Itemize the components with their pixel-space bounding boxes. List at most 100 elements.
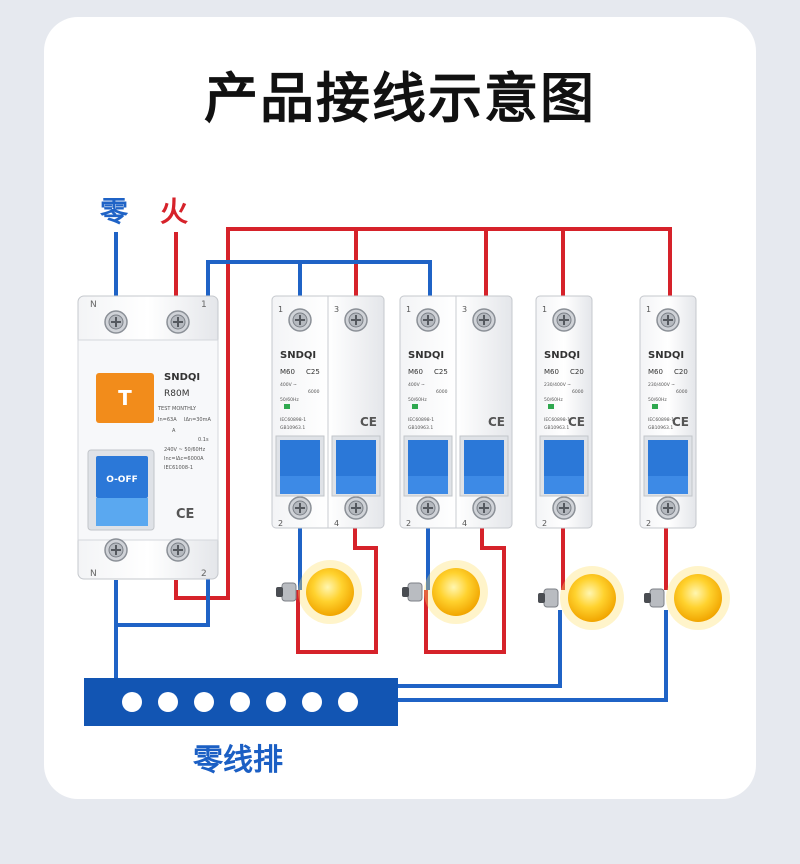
lamp-4 bbox=[644, 566, 730, 630]
breaker-4: 1 2 SNDQI M60 C20 230/400V ~6000 50/60HzIEC608… bbox=[639, 295, 697, 529]
busbar-hole-7 bbox=[338, 692, 358, 712]
rcd-terminal-top-n: N bbox=[90, 300, 97, 310]
breaker-2-ce-mark: CE bbox=[488, 415, 505, 429]
breaker-1-handle-2[interactable] bbox=[336, 440, 376, 476]
breaker-1-brand: SNDQI bbox=[280, 350, 316, 361]
breaker-2-capacity: 6000 bbox=[436, 389, 448, 395]
breaker-3-screw-top-1 bbox=[552, 308, 576, 332]
rcd-handle[interactable] bbox=[96, 456, 148, 498]
breaker-3-std1: IEC60898-1 bbox=[544, 417, 570, 423]
breaker-2-terminal-bottom-1: 2 bbox=[406, 519, 411, 528]
breaker-4-std2: GB10963.1 bbox=[648, 425, 673, 431]
breaker-4-screw-top-1 bbox=[656, 308, 680, 332]
rcd-device: N 1 N 2 T SNDQI R80M TEST MONTHLY In=63A… bbox=[77, 295, 219, 580]
rcd-screw-bottom-n bbox=[104, 538, 128, 562]
breaker-2-screw-bottom-2 bbox=[472, 496, 496, 520]
breaker-1-model: M60 bbox=[280, 368, 295, 376]
rcd-terminal-bottom-n: N bbox=[90, 569, 97, 579]
rcd-spec-inc: Inc=IΔc=6000A bbox=[164, 456, 204, 462]
rcd-screw-bottom-2 bbox=[166, 538, 190, 562]
breaker-1-capacity: 6000 bbox=[308, 389, 320, 395]
breaker-1-screw-bottom-2 bbox=[344, 496, 368, 520]
live-rcd-out-wire bbox=[174, 227, 672, 600]
neutral-label: 零 bbox=[100, 195, 129, 228]
page-title: 产品接线示意图 bbox=[204, 67, 596, 130]
rcd-spec-idn: IΔn=30mA bbox=[184, 417, 211, 423]
rcd-spec-type: A bbox=[172, 428, 176, 434]
lamp-1 bbox=[276, 560, 362, 624]
lamp-1-bulb bbox=[306, 568, 354, 616]
breaker-3-handle-1[interactable] bbox=[544, 440, 584, 476]
breaker-2-handle-2[interactable] bbox=[464, 440, 504, 476]
breaker-1-terminal-bottom-2: 4 bbox=[334, 519, 339, 528]
breaker-3-terminal-bottom-1: 2 bbox=[542, 519, 547, 528]
breaker-1-terminal-top-1: 1 bbox=[278, 305, 283, 314]
breaker-4-voltage: 230/400V ~ bbox=[648, 382, 675, 388]
breaker-2-terminal-top-1: 1 bbox=[406, 305, 411, 314]
breaker-2-model: M60 bbox=[408, 368, 423, 376]
breaker-2-std1: IEC60898-1 bbox=[408, 417, 434, 423]
rcd-terminal-top-1: 1 bbox=[201, 300, 207, 310]
breaker-3-std2: GB10963.1 bbox=[544, 425, 569, 431]
breaker-2-screw-bottom-1 bbox=[416, 496, 440, 520]
breaker-4-brand: SNDQI bbox=[648, 350, 684, 361]
rcd-spec-voltage: 240V ~ 50/60Hz bbox=[164, 447, 206, 453]
breaker-4-terminal-bottom-1: 2 bbox=[646, 519, 651, 528]
rcd-terminal-bottom-2: 2 bbox=[201, 569, 207, 579]
live-label: 火 bbox=[160, 195, 189, 228]
breaker-1-rating: C25 bbox=[306, 368, 320, 376]
neutral-bar-label: 零线排 bbox=[193, 743, 283, 778]
busbar-hole-5 bbox=[266, 692, 286, 712]
breaker-1-std1: IEC60898-1 bbox=[280, 417, 306, 423]
breaker-4-screw-bottom-1 bbox=[656, 496, 680, 520]
breaker-3-freq: 50/60Hz bbox=[544, 397, 563, 403]
lamp-4-bulb bbox=[674, 574, 722, 622]
lamp-3 bbox=[538, 566, 624, 630]
breaker-1-voltage: 400V ~ bbox=[280, 382, 297, 388]
breaker-4-handle-1[interactable] bbox=[648, 440, 688, 476]
breaker-2-screw-top-1 bbox=[416, 308, 440, 332]
breaker-4-ce-mark: CE bbox=[672, 415, 689, 429]
breaker-2-handle-1[interactable] bbox=[408, 440, 448, 476]
lamps-group bbox=[276, 560, 730, 630]
rcd-handle-text: O-OFF bbox=[106, 475, 138, 485]
busbar-hole-2 bbox=[158, 692, 178, 712]
rcd-test-letter: T bbox=[118, 386, 132, 410]
breaker-1-terminal-bottom-1: 2 bbox=[278, 519, 283, 528]
breaker-4-model: M60 bbox=[648, 368, 663, 376]
neutral-busbar bbox=[84, 678, 398, 726]
neutral-lamp3-return bbox=[398, 610, 562, 688]
breaker-1-ce-mark: CE bbox=[360, 415, 377, 429]
breaker-4-terminal-top-1: 1 bbox=[646, 305, 651, 314]
breaker-4-std1: IEC60898-1 bbox=[648, 417, 674, 423]
breaker-3-capacity: 6000 bbox=[572, 389, 584, 395]
breaker-2-screw-top-2 bbox=[472, 308, 496, 332]
lamp-3-bulb bbox=[568, 574, 616, 622]
breaker-3-terminal-top-1: 1 bbox=[542, 305, 547, 314]
rcd-standard: IEC61008-1 bbox=[164, 465, 193, 471]
rcd-screw-top-n bbox=[104, 310, 128, 334]
live-wires bbox=[174, 227, 672, 654]
rcd-test-button[interactable] bbox=[96, 373, 154, 423]
breaker-4-freq: 50/60Hz bbox=[648, 397, 667, 403]
breaker-1-screw-top-1 bbox=[288, 308, 312, 332]
breaker-2-rating: C25 bbox=[434, 368, 448, 376]
neutral-feed-wire bbox=[116, 260, 432, 627]
rcd-ce-mark: CE bbox=[176, 507, 194, 522]
neutral-lamp4-return bbox=[398, 610, 668, 702]
breaker-2-terminal-bottom-2: 4 bbox=[462, 519, 467, 528]
breaker-1-screw-top-2 bbox=[344, 308, 368, 332]
busbar-hole-3 bbox=[194, 692, 214, 712]
breaker-1-handle-1[interactable] bbox=[280, 440, 320, 476]
busbar-hole-6 bbox=[302, 692, 322, 712]
breaker-4-capacity: 6000 bbox=[676, 389, 688, 395]
breaker-3-rating: C20 bbox=[570, 368, 584, 376]
rcd-spec-time: 0.1s bbox=[198, 437, 209, 443]
busbar-hole-1 bbox=[122, 692, 142, 712]
busbar-hole-4 bbox=[230, 692, 250, 712]
breaker-4-rating: C20 bbox=[674, 368, 688, 376]
lamp-2-bulb bbox=[432, 568, 480, 616]
